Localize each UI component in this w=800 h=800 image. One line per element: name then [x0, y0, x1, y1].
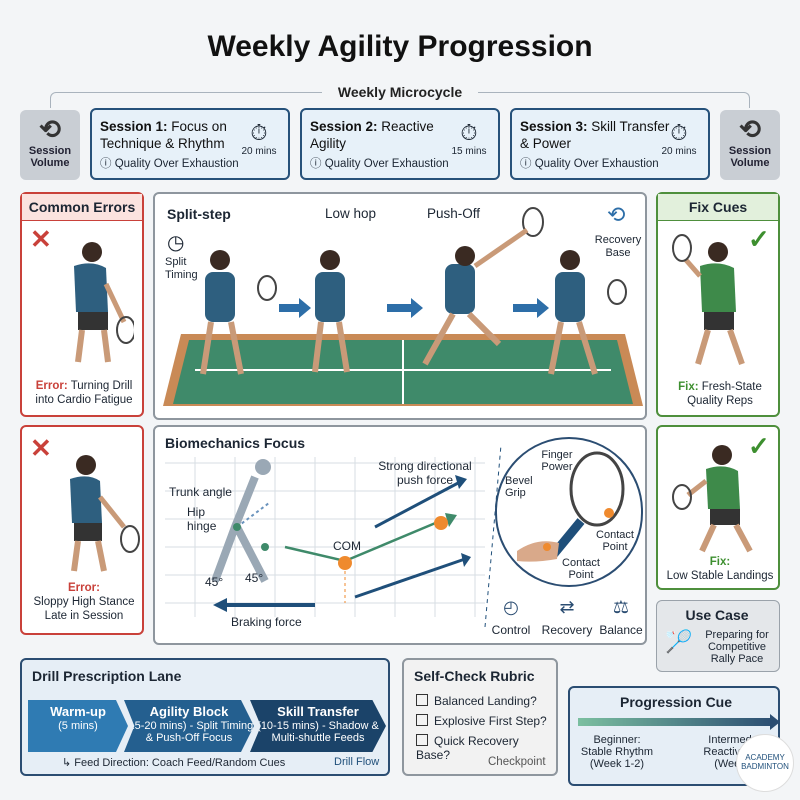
stopwatch-icon: ⏱: [670, 120, 688, 145]
stopwatch-icon: ⏱: [250, 120, 268, 145]
cycle-icon: ⟲: [39, 114, 61, 144]
microcycle-label: Weekly Microcycle: [337, 84, 463, 100]
cycle-icon: ⟲: [739, 114, 761, 144]
session-volume-right: ⟲ Session Volume: [720, 110, 780, 180]
cross-icon: ✕: [30, 224, 52, 254]
session-card-3[interactable]: Session 3: Skill Transfer & Power ⏱20 mi…: [510, 108, 710, 180]
player-error-figure-2: [70, 455, 140, 572]
use-case-panel: Use Case 🏸 Preparing for Competitive Ral…: [656, 600, 780, 672]
biomechanics-panel: Biomechanics Focus Trunk angle Hip hinge…: [153, 425, 647, 645]
error-caption-2: Error:Sloppy High Stance Late in Session: [33, 582, 135, 622]
error-caption-1: Error: Turning Drill into Cardio Fatigue: [35, 380, 133, 406]
checkpoint-label: Checkpoint: [488, 756, 546, 768]
common-errors-panel: Common Errors ✕ Error: Turning Drill int…: [20, 192, 144, 417]
progression-header: Progression Cue: [619, 694, 733, 710]
balance-icon: ⚖: [612, 597, 630, 617]
fix-caption-1: Fix: Fresh-State Quality Reps: [678, 381, 762, 407]
cross-icon: ✕: [30, 433, 52, 463]
drill-lane-panel: Drill Prescription Lane Warm-up(5 mins) …: [20, 658, 390, 776]
recovery-label: Recovery: [541, 623, 593, 637]
common-errors-header: Common Errors: [22, 194, 142, 221]
rubric-item[interactable]: Balanced Landing?: [416, 694, 556, 708]
check-icon: ✓: [748, 224, 770, 254]
grip-zoom-circle: Finger Power Bevel Grip Contact Point Co…: [495, 437, 643, 587]
split-timing-label: Split Timing: [165, 256, 198, 281]
rubric-header: Self-Check Rubric: [414, 668, 535, 684]
phase-push-off: Push-Off: [427, 206, 481, 221]
drill-step-skill-transfer[interactable]: Skill Transfer(10-15 mins) - Shadow & Mu…: [250, 700, 386, 752]
checkbox[interactable]: [416, 734, 428, 746]
movement-sequence-panel: Split-step Low hop Push-Off ◷ Split Timi…: [153, 192, 647, 420]
session-card-2[interactable]: Session 2: Reactive Agility ⏱15 mins ⓘ Q…: [300, 108, 500, 180]
feed-direction-label: ↳ Feed Direction: Coach Feed/Random Cues: [62, 757, 286, 769]
drill-flow-label: Drill Flow: [334, 756, 380, 768]
use-case-header: Use Case: [685, 607, 749, 623]
player-fix-figure-2: [672, 445, 753, 553]
fix-cues-header: Fix Cues: [658, 194, 778, 221]
fix-cues-panel-2: ✓ Fix:Low Stable Landings: [656, 425, 780, 590]
drill-step-warmup[interactable]: Warm-up(5 mins): [28, 700, 128, 752]
phase-low-hop: Low hop: [325, 206, 377, 221]
biomechanics-diagram: [165, 444, 502, 628]
angle-right-label: 45°: [245, 571, 264, 585]
rubric-item[interactable]: Quick Recovery Base?: [416, 734, 519, 762]
clock-icon: ◷: [167, 232, 185, 254]
rubric-panel: Self-Check Rubric Balanced Landing? Expl…: [402, 658, 558, 776]
player-error-figure: [74, 242, 134, 363]
contact-point-label-1: Contact Point: [596, 529, 634, 553]
trunk-angle-label: Trunk angle: [169, 485, 232, 499]
session-card-1[interactable]: Session 1: Focus on Technique & Rhythm ⏱…: [90, 108, 290, 180]
stopwatch-icon: ⏱: [460, 120, 478, 145]
bevel-grip-label: Bevel Grip: [505, 475, 533, 499]
rubric-item[interactable]: Explosive First Step?: [416, 714, 556, 728]
common-errors-panel-2: ✕ Error:Sloppy High Stance Late in Sessi…: [20, 425, 144, 635]
fix-caption-2: Fix:Low Stable Landings: [666, 556, 774, 582]
checkbox[interactable]: [416, 694, 428, 706]
player-fix-figure: [672, 234, 745, 365]
push-force-label: Strong directional push force: [378, 459, 472, 487]
braking-force-label: Braking force: [231, 615, 302, 629]
control-icon: ◴: [503, 597, 519, 617]
court-illustration: [163, 207, 643, 406]
drill-lane-header: Drill Prescription Lane: [32, 668, 182, 684]
com-label: COM: [333, 539, 361, 553]
contact-point-label-2: Contact Point: [562, 557, 600, 581]
phase-split-step: Split-step: [167, 206, 231, 222]
fix-cues-panel: Fix Cues ✓ Fix: Fresh-State Quality Reps: [656, 192, 780, 417]
progression-beginner: Beginner: Stable Rhythm (Week 1-2): [580, 734, 654, 770]
progression-bar: [578, 718, 774, 726]
checkbox[interactable]: [416, 714, 428, 726]
finger-power-label: Finger Power: [541, 449, 573, 473]
session-volume-left: ⟲ Session Volume: [20, 110, 80, 180]
hip-hinge-label: Hip hinge: [187, 505, 217, 533]
drill-step-agility-block[interactable]: Agility Block(15-20 mins) - Split Timing…: [124, 700, 254, 752]
page-title: Weekly Agility Progression: [207, 30, 593, 63]
use-case-text: Preparing for Competitive Rally Pace: [705, 629, 769, 665]
check-icon: ✓: [748, 431, 770, 461]
recovery-base-label: Recovery Base: [594, 234, 642, 259]
rubric-list: Balanced Landing? Explosive First Step? …: [416, 694, 556, 768]
balance-label: Balance: [599, 623, 643, 637]
recovery-icon: ⟲: [607, 202, 626, 227]
biomechanics-title: Biomechanics Focus: [165, 435, 306, 451]
angle-left-label: 45°: [205, 575, 224, 589]
racket-grip-icon: [517, 451, 625, 562]
racket-icon: 🏸: [665, 629, 693, 654]
recovery-icon: ⇄: [559, 597, 575, 617]
control-label: Control: [491, 623, 531, 637]
